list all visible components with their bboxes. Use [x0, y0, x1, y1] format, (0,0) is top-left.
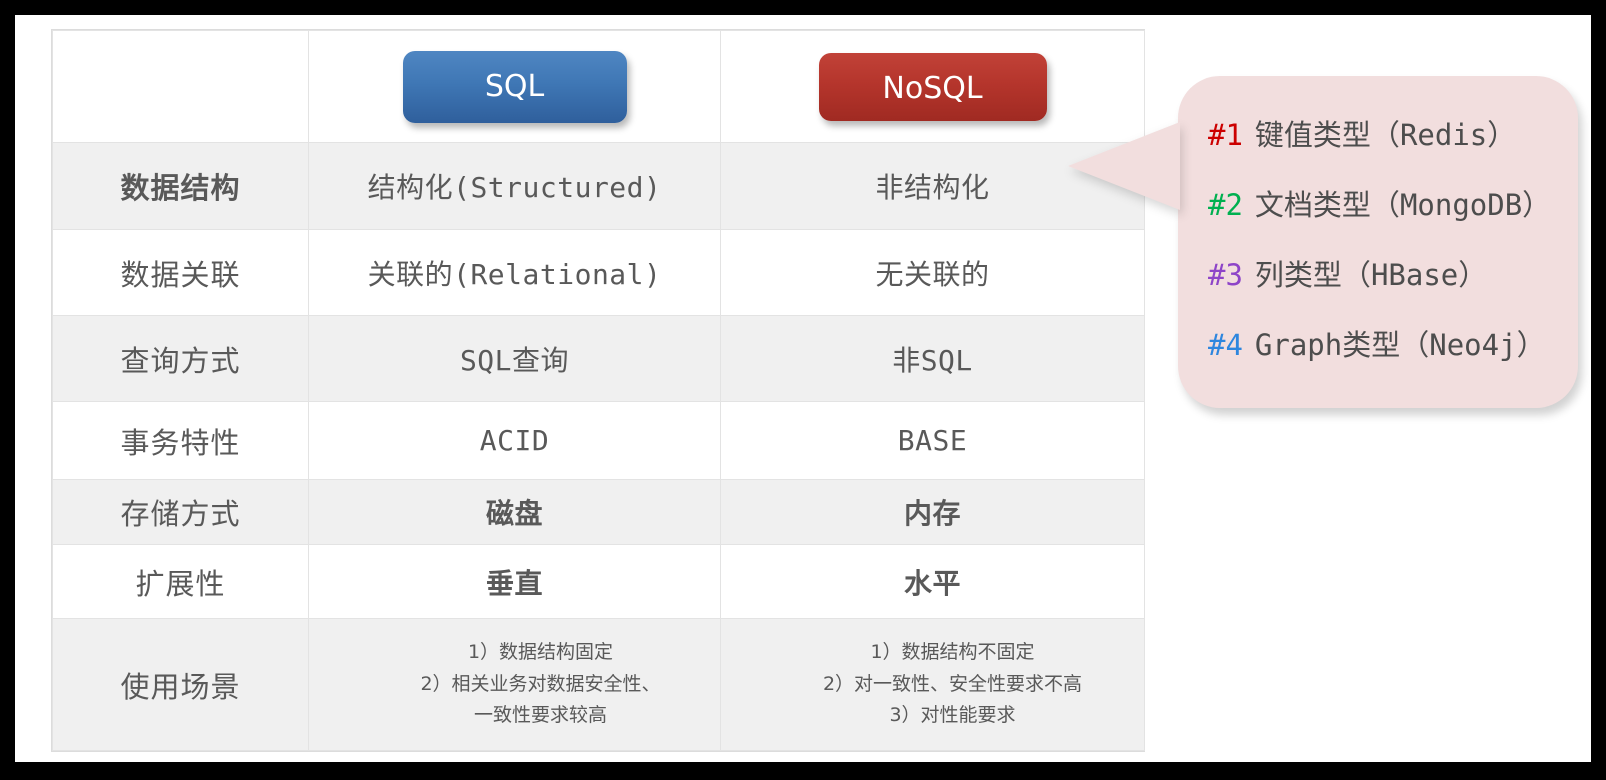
cell-sql-use-case: 1）数据结构固定 2）相关业务对数据安全性、 一致性要求较高: [308, 618, 721, 751]
list-item-label: Graph类型（Neo4j）: [1254, 328, 1546, 362]
use-case-line: 1）数据结构固定: [467, 641, 614, 664]
callout-tail-icon: [1068, 122, 1180, 210]
list-item-marker: #2: [1208, 188, 1243, 222]
list-item: #3 列类型（HBase）: [1208, 252, 1578, 294]
use-case-line: 1）数据结构不固定: [870, 641, 1035, 664]
list-item-marker: #3: [1208, 258, 1243, 292]
nosql-types-list: #1 键值类型（Redis） #2 文档类型（MongoDB） #3 列类型（H…: [1178, 76, 1578, 364]
cell-nosql-query-method: 非SQL: [720, 315, 1145, 402]
list-item-marker: #1: [1208, 118, 1243, 152]
slide-canvas: SQL NoSQL 数据结构 结构化(Structured) 非结构化 数据关联…: [15, 15, 1591, 762]
use-case-line: 2）对一致性、安全性要求不高: [822, 672, 1083, 695]
header-cell-nosql: NoSQL: [720, 30, 1145, 143]
list-item: #2 文档类型（MongoDB）: [1208, 182, 1578, 224]
cell-sql-storage: 磁盘: [308, 479, 721, 545]
sql-vs-nosql-table: SQL NoSQL 数据结构 结构化(Structured) 非结构化 数据关联…: [52, 30, 1145, 751]
cell-nosql-storage: 内存: [720, 479, 1145, 545]
use-case-line: 一致性要求较高: [473, 704, 607, 727]
table-row: 数据结构 结构化(Structured) 非结构化: [52, 142, 1145, 230]
row-label-use-case: 使用场景: [52, 618, 309, 751]
use-case-line: 2）相关业务对数据安全性、: [420, 672, 661, 695]
list-item-label: 键值类型（Redis）: [1254, 118, 1517, 152]
nosql-pill-button[interactable]: NoSQL: [818, 52, 1047, 121]
cell-sql-scalability: 垂直: [308, 544, 721, 619]
cell-sql-transaction: ACID: [308, 401, 721, 480]
table-row: 事务特性 ACID BASE: [52, 401, 1145, 480]
use-case-line: 3）对性能要求: [889, 704, 1016, 727]
list-item: #1 键值类型（Redis）: [1208, 112, 1578, 154]
table-row: 存储方式 磁盘 内存: [52, 479, 1145, 545]
cell-nosql-use-case: 1）数据结构不固定 2）对一致性、安全性要求不高 3）对性能要求: [720, 618, 1145, 751]
table-row: 数据关联 关联的(Relational) 无关联的: [52, 229, 1145, 316]
nosql-types-callout: #1 键值类型（Redis） #2 文档类型（MongoDB） #3 列类型（H…: [1068, 76, 1578, 408]
comparison-table-container: SQL NoSQL 数据结构 结构化(Structured) 非结构化 数据关联…: [51, 29, 1145, 752]
cell-sql-data-relation: 关联的(Relational): [308, 229, 721, 316]
list-item-marker: #4: [1208, 328, 1243, 362]
cell-sql-query-method: SQL查询: [308, 315, 721, 402]
cell-sql-data-structure: 结构化(Structured): [308, 142, 721, 230]
list-item: #4 Graph类型（Neo4j）: [1208, 322, 1578, 364]
header-cell-sql: SQL: [308, 30, 721, 143]
row-label-scalability: 扩展性: [52, 544, 309, 619]
table-row-scenario: 使用场景 1）数据结构固定 2）相关业务对数据安全性、 一致性要求较高 1）数据…: [52, 618, 1145, 751]
row-label-storage: 存储方式: [52, 479, 309, 545]
table-header-row: SQL NoSQL: [52, 30, 1145, 143]
header-cell-empty: [52, 30, 309, 143]
sql-pill-button[interactable]: SQL: [402, 50, 627, 123]
table-row: 扩展性 垂直 水平: [52, 544, 1145, 619]
list-item-label: 文档类型（MongoDB）: [1254, 188, 1552, 222]
cell-nosql-scalability: 水平: [720, 544, 1145, 619]
cell-nosql-data-relation: 无关联的: [720, 229, 1145, 316]
row-label-data-structure: 数据结构: [52, 142, 309, 230]
table-row: 查询方式 SQL查询 非SQL: [52, 315, 1145, 402]
row-label-query-method: 查询方式: [52, 315, 309, 402]
row-label-transaction: 事务特性: [52, 401, 309, 480]
list-item-label: 列类型（HBase）: [1254, 258, 1488, 292]
row-label-data-relation: 数据关联: [52, 229, 309, 316]
cell-nosql-transaction: BASE: [720, 401, 1145, 480]
